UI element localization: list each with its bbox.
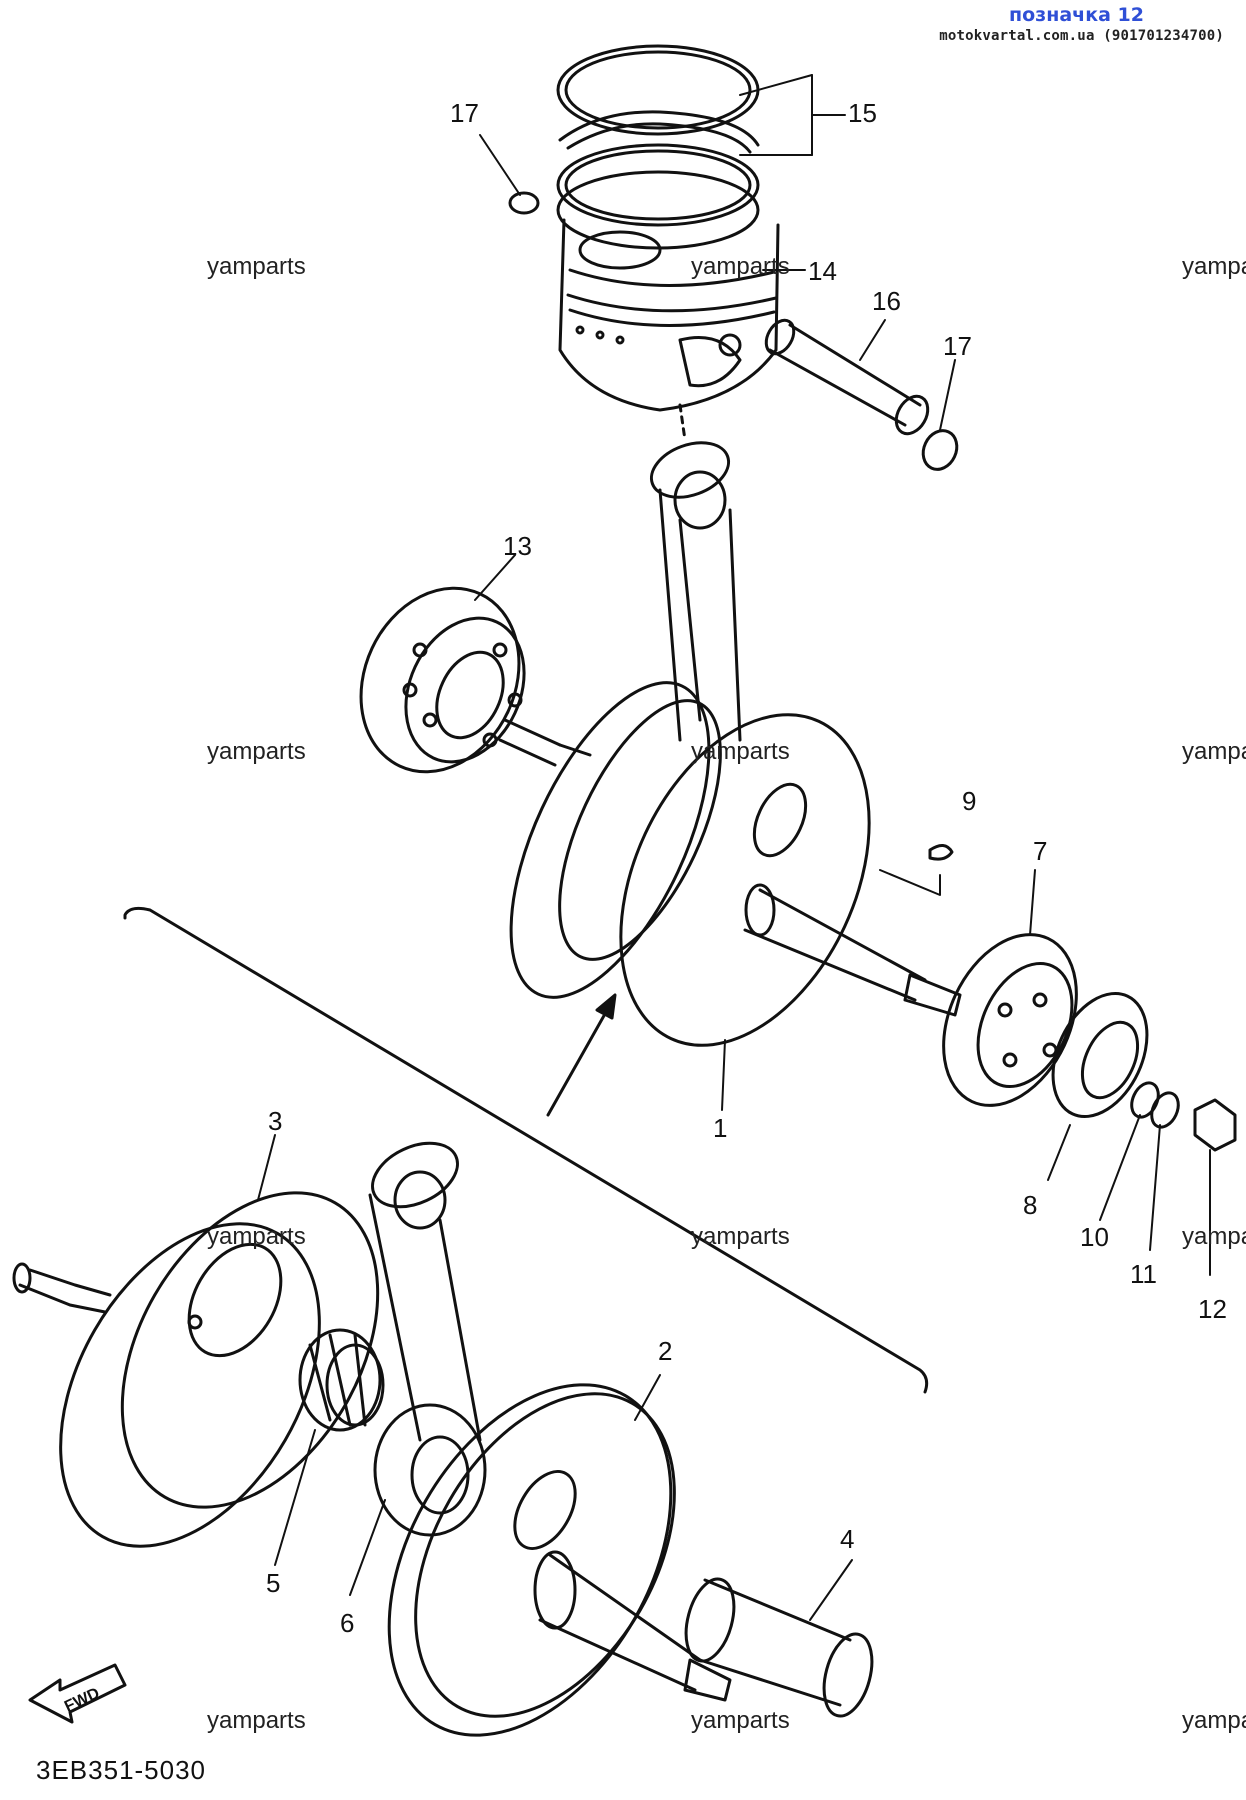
watermark: yamparts bbox=[691, 1707, 790, 1734]
crankshaft-assembly bbox=[498, 681, 962, 1047]
watermark: yamparts bbox=[691, 253, 790, 280]
leader-lines bbox=[257, 74, 1211, 1621]
callout-13: 13 bbox=[503, 531, 532, 561]
sub-assembly-bracket bbox=[123, 906, 929, 1394]
header-subtitle: motokvartal.com.ua (901701234700) bbox=[939, 28, 1224, 44]
connecting-rod-6 bbox=[368, 1141, 487, 1537]
bearing-7 bbox=[942, 933, 1078, 1107]
watermark: yamparts bbox=[1182, 1223, 1246, 1250]
fwd-label: FWD bbox=[62, 1685, 102, 1716]
callout-9: 9 bbox=[962, 786, 976, 816]
callout-3: 3 bbox=[268, 1106, 282, 1136]
circlip-left bbox=[508, 191, 540, 215]
callout-12: 12 bbox=[1198, 1294, 1227, 1324]
callout-11: 11 bbox=[1130, 1259, 1157, 1289]
washer-10 bbox=[1130, 1081, 1160, 1119]
callout-10: 10 bbox=[1080, 1222, 1109, 1252]
watermark: yamparts bbox=[1182, 1707, 1246, 1734]
callout-6: 6 bbox=[340, 1608, 354, 1638]
callout-14: 14 bbox=[808, 256, 837, 286]
washer-11 bbox=[1150, 1091, 1180, 1129]
diagram-code: 3EB351-5030 bbox=[36, 1755, 207, 1785]
watermark: yamparts bbox=[691, 1223, 790, 1250]
connecting-rod-upper bbox=[649, 441, 742, 742]
piston-pin bbox=[764, 318, 930, 436]
header-title: позначка 12 bbox=[1009, 4, 1144, 26]
circlip-right bbox=[921, 429, 959, 471]
piston bbox=[558, 218, 780, 442]
watermark: yamparts bbox=[207, 1223, 306, 1250]
crank-pin-4 bbox=[684, 1577, 874, 1718]
watermark: yamparts bbox=[1182, 738, 1246, 765]
watermark: yamparts bbox=[207, 1707, 306, 1734]
watermark: yamparts bbox=[207, 738, 306, 765]
callout-15: 15 bbox=[848, 98, 877, 128]
callout-8: 8 bbox=[1023, 1190, 1037, 1220]
callout-1: 1 bbox=[713, 1113, 727, 1143]
woodruff-key bbox=[928, 844, 954, 861]
callout-7: 7 bbox=[1033, 836, 1047, 866]
fwd-arrow-shape bbox=[28, 1663, 127, 1724]
callout-5: 5 bbox=[266, 1568, 280, 1598]
callout-17b: 17 bbox=[943, 331, 972, 361]
callout-4: 4 bbox=[840, 1524, 854, 1554]
callout-17a: 17 bbox=[450, 98, 479, 128]
callout-labels: 1 2 3 4 5 6 7 8 9 10 11 12 13 14 15 16 1… bbox=[266, 98, 1227, 1638]
bearing-13 bbox=[359, 586, 526, 774]
callout-16: 16 bbox=[872, 286, 901, 316]
watermark: yamparts bbox=[1182, 253, 1246, 280]
oil-seal-8 bbox=[1051, 991, 1149, 1119]
callout-2: 2 bbox=[658, 1336, 672, 1366]
watermark: yamparts bbox=[207, 253, 306, 280]
crank-web-2 bbox=[387, 1383, 732, 1737]
piston-rings bbox=[556, 44, 760, 250]
assembly-arrow bbox=[546, 1003, 612, 1117]
needle-bearing-5 bbox=[298, 1328, 385, 1432]
nut-12 bbox=[1193, 1098, 1237, 1152]
watermark: yamparts bbox=[691, 738, 790, 765]
crank-web-3 bbox=[12, 1191, 380, 1548]
